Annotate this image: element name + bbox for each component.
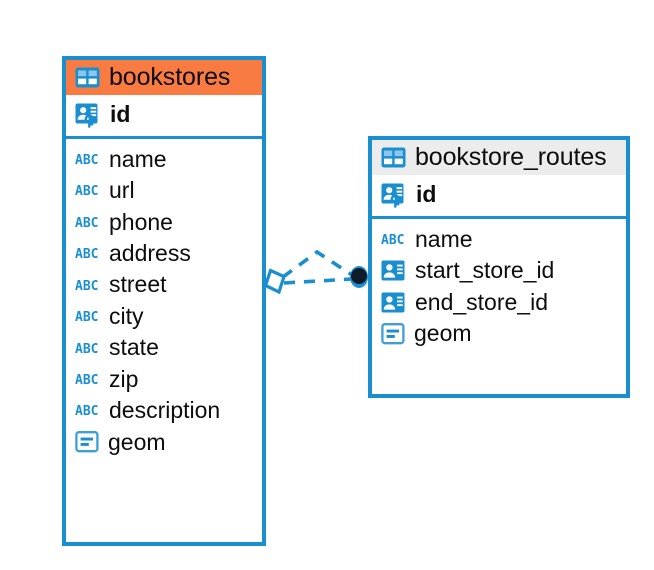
abc-text-icon: ABC [381, 233, 404, 248]
foreign-key-icon [381, 292, 405, 313]
field-row-routes-geom[interactable]: geom [372, 318, 626, 349]
field-row-name[interactable]: ABC name [66, 144, 262, 175]
field-row-phone[interactable]: ABC phone [66, 207, 262, 238]
geometry-icon [381, 322, 405, 345]
abc-text-icon: ABC [75, 404, 98, 419]
entity-bookstores-title: bookstores [109, 63, 231, 91]
entity-bookstore-routes-fields: ABC name start_store_id [372, 219, 626, 356]
field-row-city[interactable]: ABC city [66, 301, 262, 332]
field-label-geom: geom [108, 428, 166, 455]
diamond-marker [263, 268, 286, 295]
field-row-bookstores-id[interactable]: id [66, 95, 262, 139]
field-row-url[interactable]: ABC url [66, 175, 262, 206]
abc-text-icon: ABC [75, 279, 98, 294]
field-label-routes-geom: geom [414, 320, 472, 346]
entity-bookstore-routes-title: bookstore_routes [415, 143, 607, 171]
field-label-description: description [109, 397, 221, 424]
svg-text:ABC: ABC [75, 342, 98, 357]
field-label-name: name [109, 145, 167, 172]
field-row-state[interactable]: ABC state [66, 332, 262, 363]
field-label-routes-name: name [415, 225, 473, 252]
abc-text-icon: ABC [75, 153, 98, 168]
field-row-zip[interactable]: ABC zip [66, 364, 262, 395]
svg-text:ABC: ABC [75, 373, 98, 388]
field-label-routes-id: id [416, 181, 437, 208]
entity-bookstores-fields: ABC name ABC url ABC phone ABC [66, 139, 262, 464]
geometry-icon [75, 431, 99, 453]
entity-bookstore-routes[interactable]: bookstore_routes id ABC name [368, 136, 630, 398]
field-row-end-store-id[interactable]: end_store_id [372, 287, 626, 318]
entity-bookstores[interactable]: bookstores id ABC name [62, 56, 266, 546]
relationship-line-upper [281, 249, 353, 279]
svg-text:ABC: ABC [75, 153, 98, 168]
field-label-state: state [109, 334, 159, 361]
svg-text:ABC: ABC [75, 216, 98, 231]
svg-text:ABC: ABC [75, 310, 98, 325]
entity-bookstore-routes-header[interactable]: bookstore_routes [372, 140, 626, 176]
field-label-bookstores-id: id [110, 101, 131, 128]
filled-circle-marker [351, 268, 367, 284]
abc-text-icon: ABC [75, 342, 98, 357]
table-icon [381, 147, 406, 168]
svg-text:ABC: ABC [75, 279, 98, 294]
field-row-description[interactable]: ABC description [66, 395, 262, 426]
svg-text:ABC: ABC [75, 184, 98, 199]
abc-text-icon: ABC [75, 373, 98, 388]
svg-text:ABC: ABC [75, 247, 98, 262]
primary-key-icon [75, 103, 98, 128]
field-label-url: url [109, 177, 135, 204]
abc-text-icon: ABC [75, 310, 98, 325]
foreign-key-icon [381, 260, 405, 281]
field-label-street: street [109, 271, 167, 298]
field-label-end-store-id: end_store_id [415, 288, 548, 315]
abc-text-icon: ABC [75, 184, 98, 199]
field-label-start-store-id: start_store_id [415, 257, 555, 284]
field-label-zip: zip [109, 365, 139, 392]
field-label-address: address [109, 240, 191, 266]
field-label-city: city [109, 302, 144, 329]
field-row-geom[interactable]: geom [66, 427, 262, 458]
svg-text:ABC: ABC [75, 404, 98, 419]
abc-text-icon: ABC [75, 216, 98, 231]
filled-circle-marker-ring [350, 266, 368, 288]
relationship-line-lower [283, 277, 353, 285]
field-row-routes-id[interactable]: id [372, 175, 626, 219]
abc-text-icon: ABC [75, 247, 98, 262]
field-row-address[interactable]: ABC address [66, 238, 262, 269]
field-label-phone: phone [109, 208, 173, 235]
field-row-street[interactable]: ABC street [66, 269, 262, 300]
field-row-routes-name[interactable]: ABC name [372, 224, 626, 255]
svg-text:ABC: ABC [381, 233, 404, 248]
field-row-start-store-id[interactable]: start_store_id [372, 255, 626, 286]
entity-bookstores-header[interactable]: bookstores [66, 60, 262, 96]
primary-key-icon [381, 183, 404, 208]
table-icon [75, 67, 100, 88]
